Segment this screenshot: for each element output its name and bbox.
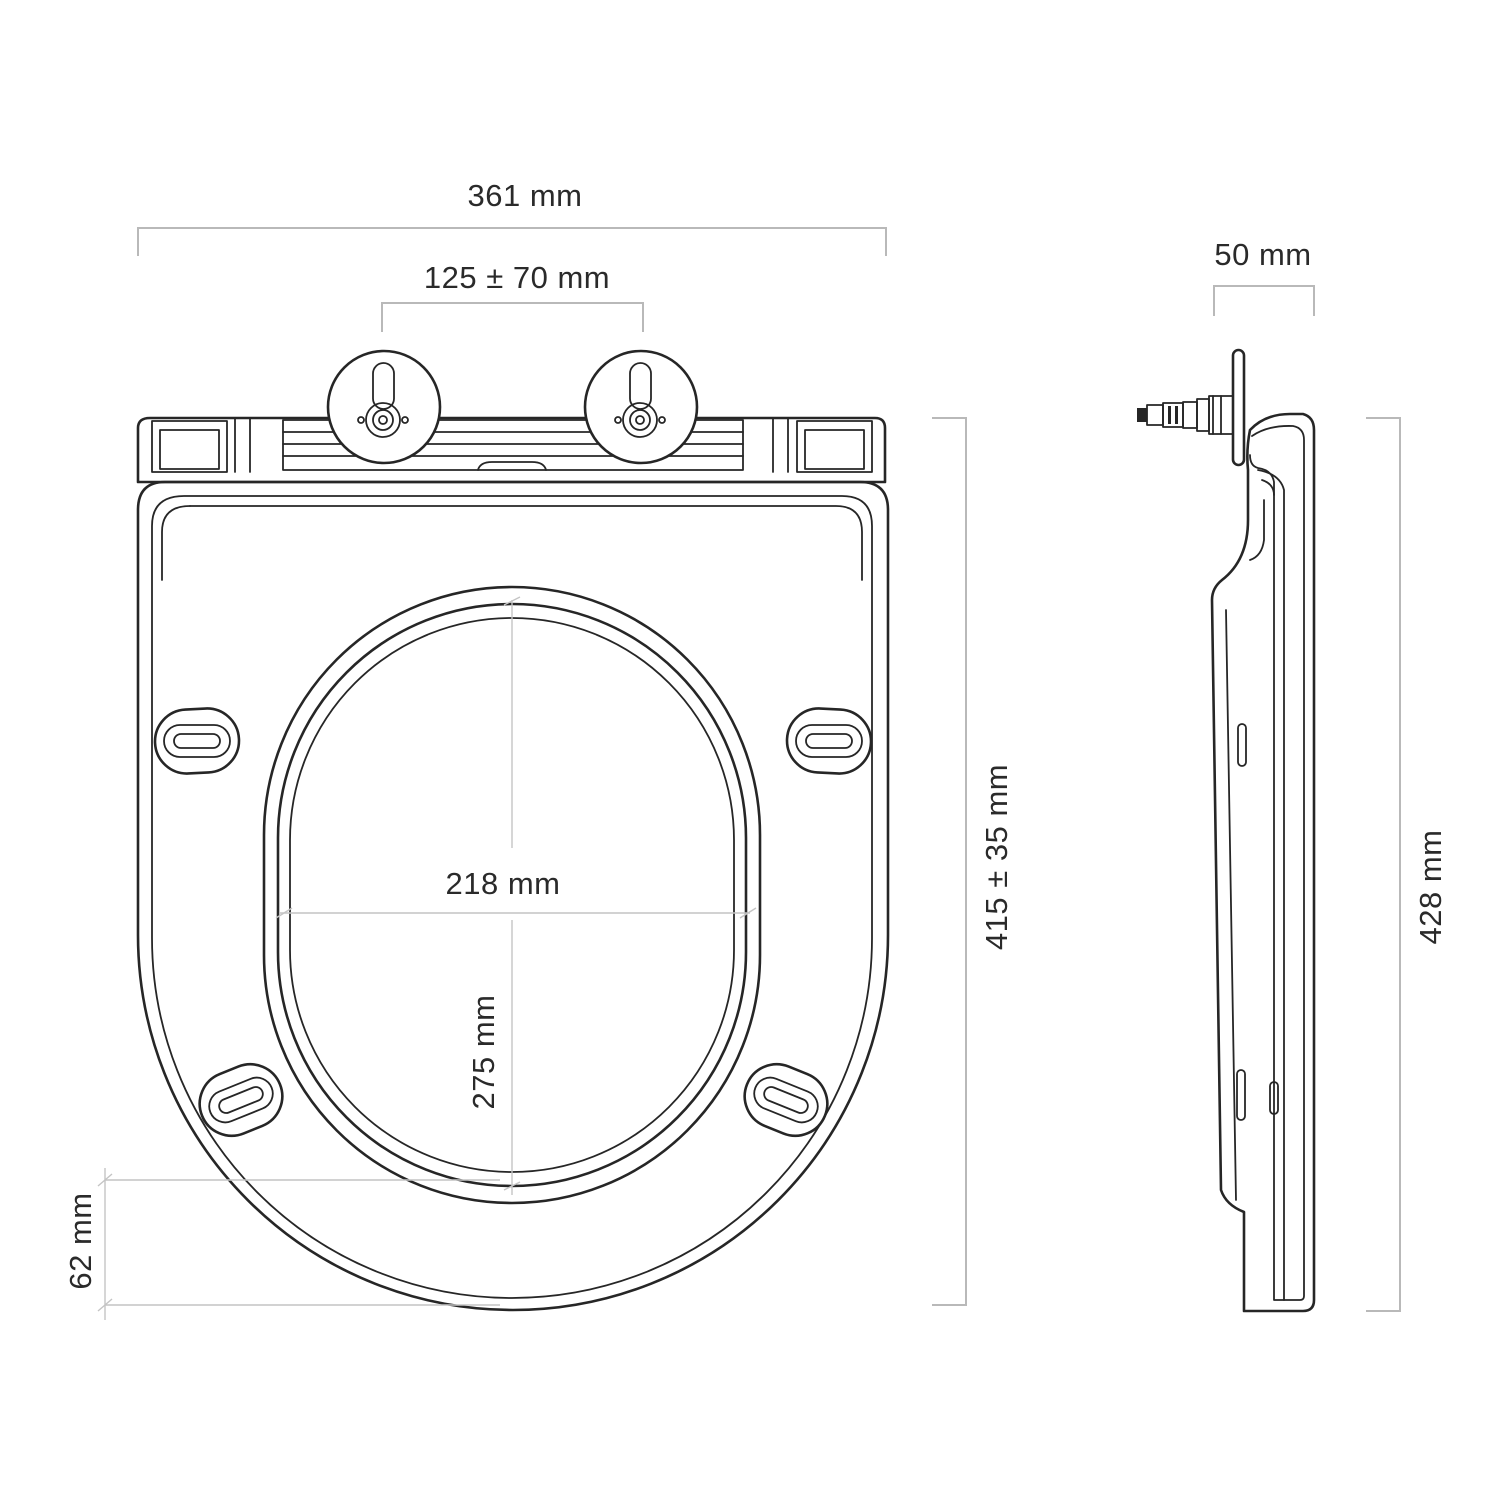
hinge-left — [326, 349, 442, 465]
dimension-hinge-spacing — [381, 302, 644, 332]
seat-rim-line — [151, 495, 873, 1299]
dimension-overall-length — [1366, 417, 1401, 1312]
label-hinge-spacing: 125 ± 70 mm — [424, 260, 610, 295]
seat-opening — [262, 585, 762, 1205]
dimension-seat-depth — [1213, 285, 1315, 316]
bumper-left-lower — [198, 1062, 284, 1138]
label-opening-width: 218 mm — [446, 866, 561, 901]
hinge-bar — [136, 416, 887, 484]
lid-profile — [1210, 412, 1316, 1313]
label-opening-length: 275 mm — [466, 995, 501, 1110]
label-front-rim: 62 mm — [63, 1192, 98, 1289]
dimension-overall-width — [137, 227, 887, 256]
bumper-left-upper — [153, 707, 241, 775]
seat-outer-outline — [136, 480, 890, 1312]
label-overall-length: 428 mm — [1413, 830, 1448, 945]
dimension-hinge-to-front — [932, 417, 967, 1306]
seat-side-view — [1137, 348, 1316, 1313]
label-hinge-to-front: 415 ± 35 mm — [979, 764, 1014, 950]
label-seat-depth: 50 mm — [1214, 237, 1311, 272]
hinge-bolt — [1137, 395, 1234, 435]
hinge-right — [583, 349, 699, 465]
bumper-right-upper — [785, 707, 873, 775]
bumper-right-lower — [743, 1062, 829, 1138]
seat-top-view — [97, 349, 890, 1320]
label-overall-width: 361 mm — [468, 178, 583, 213]
